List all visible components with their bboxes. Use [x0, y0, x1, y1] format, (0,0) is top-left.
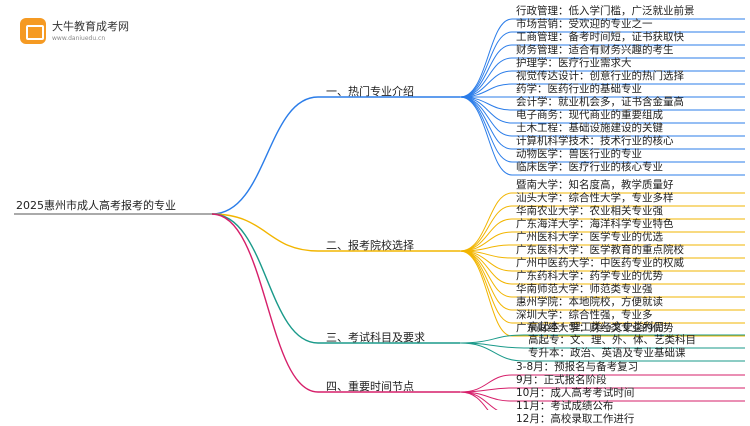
- branch-label: 四、重要时间节点: [326, 380, 414, 393]
- leaf-connector: [459, 31, 513, 98]
- leaf-connector: [459, 250, 513, 337]
- leaf-item: 广东医科大学：医学教育的重点院校: [516, 244, 684, 256]
- branch-label: 一、热门专业介绍: [326, 85, 414, 98]
- leaf-item: 药学：医药行业的基础专业: [516, 83, 642, 95]
- leaf-connector: [459, 96, 513, 176]
- leaf-item: 广州中医药大学：中医药专业的权威: [516, 257, 684, 269]
- leaf-item: 12月：高校录取工作进行: [516, 413, 635, 425]
- leaf-item: 11月：考试成绩公布: [516, 400, 614, 412]
- leaf-item: 视觉传达设计：创意行业的热门选择: [516, 70, 684, 82]
- logo-name: 大牛教育成考网: [52, 20, 129, 33]
- leaf-connector: [459, 192, 513, 252]
- branch-connector: [211, 96, 319, 215]
- leaf-item: 计算机科学技术：技术行业的核心: [516, 135, 674, 147]
- leaf-connector: [459, 96, 513, 163]
- site-logo: 大牛教育成考网 www.daniuedu.cn: [20, 16, 140, 50]
- leaf-item: 电子商务：现代商业的重要组成: [516, 109, 663, 121]
- leaf-item: 专升本：政治、英语及专业基础课: [528, 347, 686, 359]
- root-topic: 2025惠州市成人高考报考的专业: [16, 199, 176, 212]
- leaf-connector: [459, 342, 525, 362]
- branch-connector: [211, 213, 319, 344]
- leaf-item: 护理学：医疗行业需求大: [516, 57, 632, 69]
- leaf-connector: [459, 44, 513, 98]
- leaf-item: 土木工程：基础设施建设的关键: [516, 122, 663, 134]
- branch-label: 二、报考院校选择: [326, 239, 414, 252]
- leaf-item: 广州医科大学：医学专业的优选: [516, 231, 663, 243]
- leaf-item: 工商管理：备考时间短，证书获取快: [516, 31, 684, 43]
- leaf-connector: [459, 250, 513, 324]
- leaf-item: 华南师范大学：师范类专业强: [516, 283, 653, 295]
- leaf-item: 广东财经大学：财经类专业的优势: [516, 322, 674, 334]
- branch-connector: [211, 213, 319, 393]
- branch-connector: [211, 213, 319, 252]
- leaf-item: 3-8月：预报名与备考复习: [516, 361, 639, 373]
- leaf-item: 行政管理：低入学门槛，广泛就业前景: [516, 5, 695, 17]
- leaf-item: 华南农业大学：农业相关专业强: [516, 205, 663, 217]
- book-icon: [20, 18, 46, 44]
- leaf-item: 9月：正式报名阶段: [516, 374, 607, 386]
- leaf-connector: [459, 96, 513, 150]
- leaf-item: 高起本：理工类与文史类科目: [528, 321, 665, 333]
- leaf-item: 动物医学：兽医行业的专业: [516, 148, 642, 160]
- leaf-item: 市场营销：受欢迎的专业之一: [516, 18, 653, 30]
- leaf-item: 会计学：就业机会多，证书含金量高: [516, 96, 684, 108]
- leaf-item: 惠州学院：本地院校，方便就读: [516, 296, 663, 308]
- branch-label: 三、考试科目及要求: [326, 331, 425, 344]
- leaf-item: 汕头大学：综合性大学，专业多样: [516, 192, 674, 204]
- leaf-item: 深圳大学：综合性强，专业多: [516, 309, 653, 321]
- leaf-item: 临床医学：医疗行业的核心专业: [516, 161, 663, 173]
- leaf-item: 10月：成人高考考试时间: [516, 387, 635, 399]
- leaf-item: 高起专：文、理、外、体、艺类科目: [528, 334, 696, 346]
- leaf-connector: [459, 205, 513, 252]
- leaf-item: 财务管理：适合有财务兴趣的考生: [516, 44, 674, 56]
- logo-url: www.daniuedu.cn: [52, 35, 106, 42]
- leaf-connector: [459, 374, 513, 393]
- leaf-connector: [459, 250, 513, 285]
- leaf-connector: [459, 387, 513, 393]
- leaf-item: 广东海洋大学：海洋科学专业特色: [516, 218, 674, 230]
- leaf-connector: [459, 18, 513, 98]
- mind-map-connectors: [14, 18, 745, 410]
- leaf-connector: [459, 218, 513, 252]
- leaf-item: 广东药科大学：药学专业的优势: [516, 270, 663, 282]
- leaf-item: 暨南大学：知名度高，教学质量好: [516, 179, 674, 191]
